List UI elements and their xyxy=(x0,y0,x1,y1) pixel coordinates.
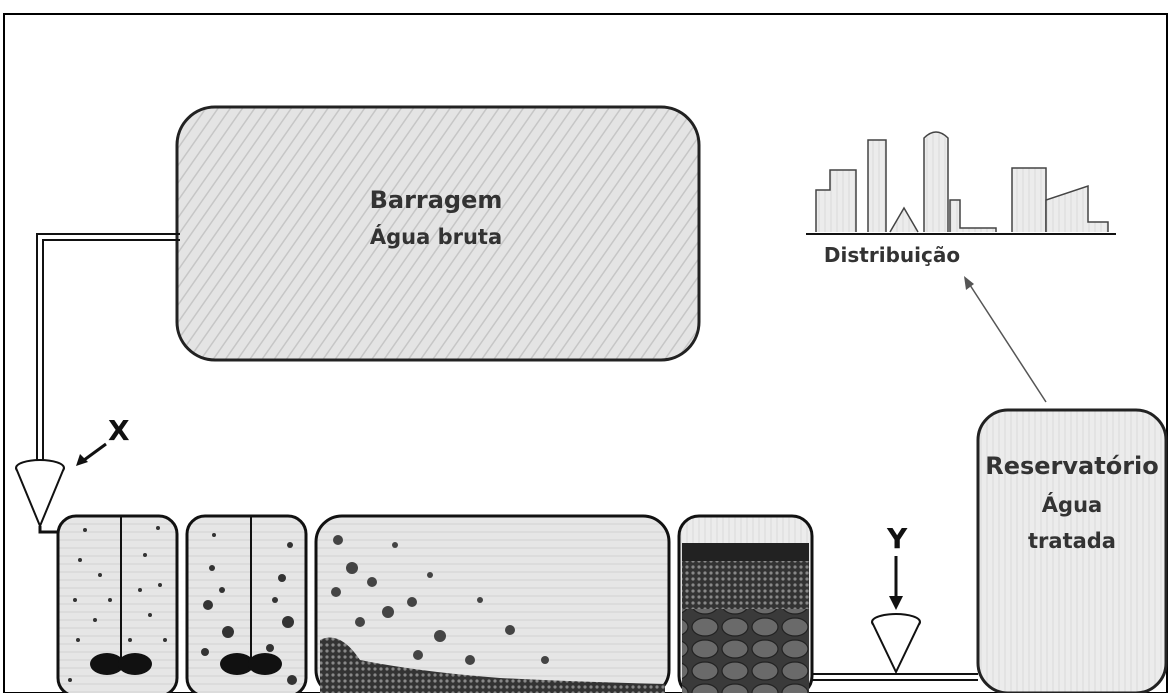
outflow-pipe xyxy=(812,673,978,681)
marker-x: X xyxy=(76,414,130,466)
sedimentation-tank xyxy=(314,514,671,693)
flocculation-tank xyxy=(185,514,308,693)
dam-label-line2: Água bruta xyxy=(370,224,502,249)
city-skyline-icon xyxy=(806,131,1116,235)
marker-y: Y xyxy=(886,522,908,610)
reservoir-label-line1: Reservatório xyxy=(985,452,1159,480)
marker-y-label: Y xyxy=(886,522,908,555)
reservoir-tank: Reservatório Água tratada xyxy=(976,408,1168,693)
funnel-y-icon xyxy=(871,613,921,675)
dam-label-line1: Barragem xyxy=(370,186,503,214)
reservoir-label-line2: Água xyxy=(1042,492,1102,517)
reservoir-label-line3: tratada xyxy=(1028,529,1116,553)
funnel-x-icon xyxy=(15,459,65,534)
dam-tank: Barragem Água bruta xyxy=(175,105,701,362)
coagulation-tank xyxy=(56,514,179,693)
distribution-arrow xyxy=(964,276,1047,403)
marker-x-label: X xyxy=(108,414,130,447)
distribution-label: Distribuição xyxy=(824,243,960,267)
filtration-tank xyxy=(677,514,814,693)
intake-pipe xyxy=(36,233,180,460)
diagram-frame xyxy=(3,13,1168,693)
